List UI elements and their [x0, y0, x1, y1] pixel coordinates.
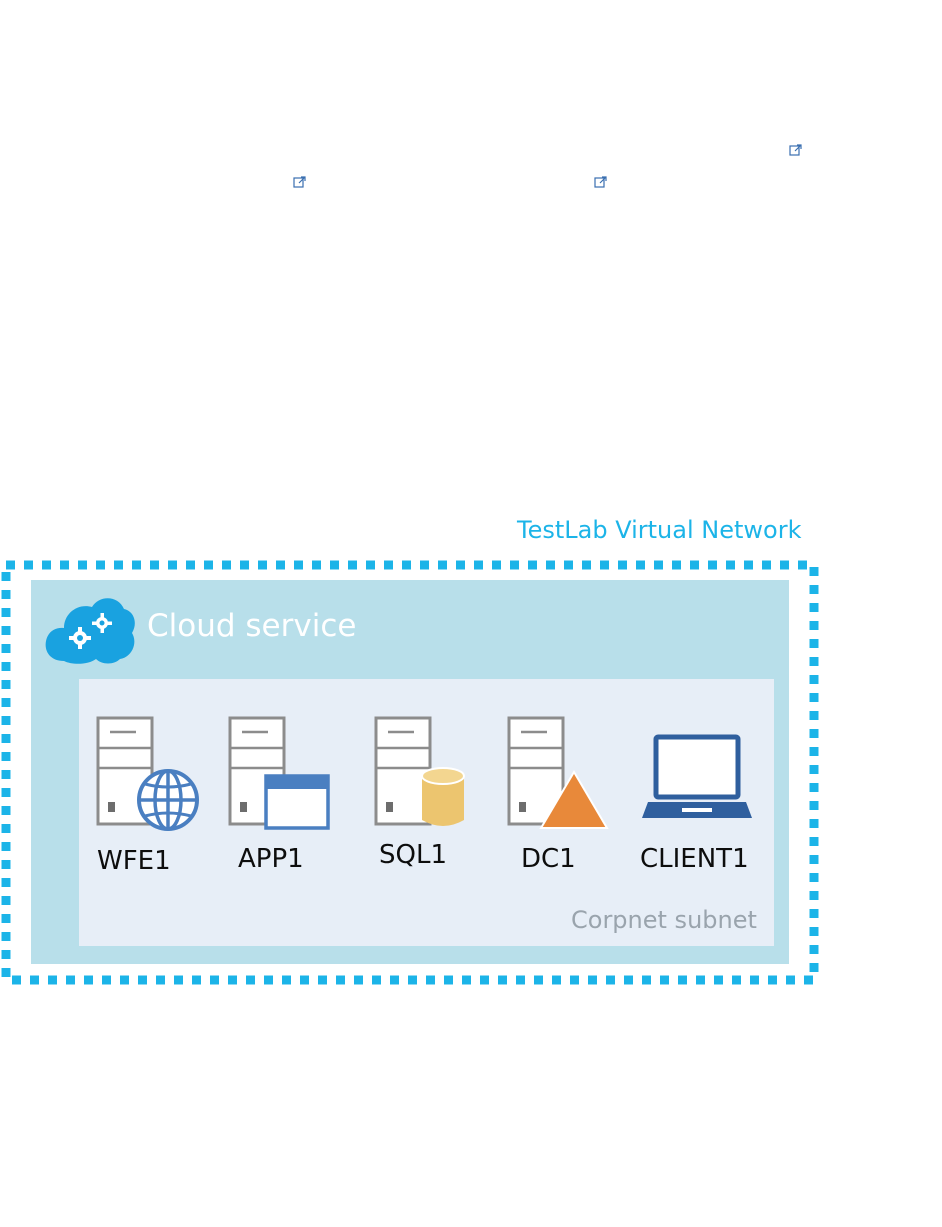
node-label-wfe1: WFE1 — [97, 846, 171, 876]
database-server-icon — [374, 716, 478, 836]
web-server-icon — [96, 716, 200, 836]
node-label-client1: CLIENT1 — [640, 844, 749, 874]
virtual-network-border — [1, 560, 819, 985]
domain-controller-icon — [507, 716, 611, 836]
application-server-icon — [228, 716, 332, 836]
external-link-icon[interactable] — [789, 143, 803, 157]
node-label-dc1: DC1 — [521, 844, 576, 874]
cloud-service-label: Cloud service — [147, 608, 357, 644]
network-label: TestLab Virtual Network — [517, 516, 802, 544]
external-link-icon[interactable] — [293, 175, 307, 189]
laptop-icon — [642, 734, 754, 830]
cloud-gear-icon — [44, 591, 136, 671]
subnet-label: Corpnet subnet — [571, 906, 757, 934]
node-label-sql1: SQL1 — [379, 840, 447, 870]
external-link-icon[interactable] — [594, 175, 608, 189]
node-label-app1: APP1 — [238, 844, 304, 874]
